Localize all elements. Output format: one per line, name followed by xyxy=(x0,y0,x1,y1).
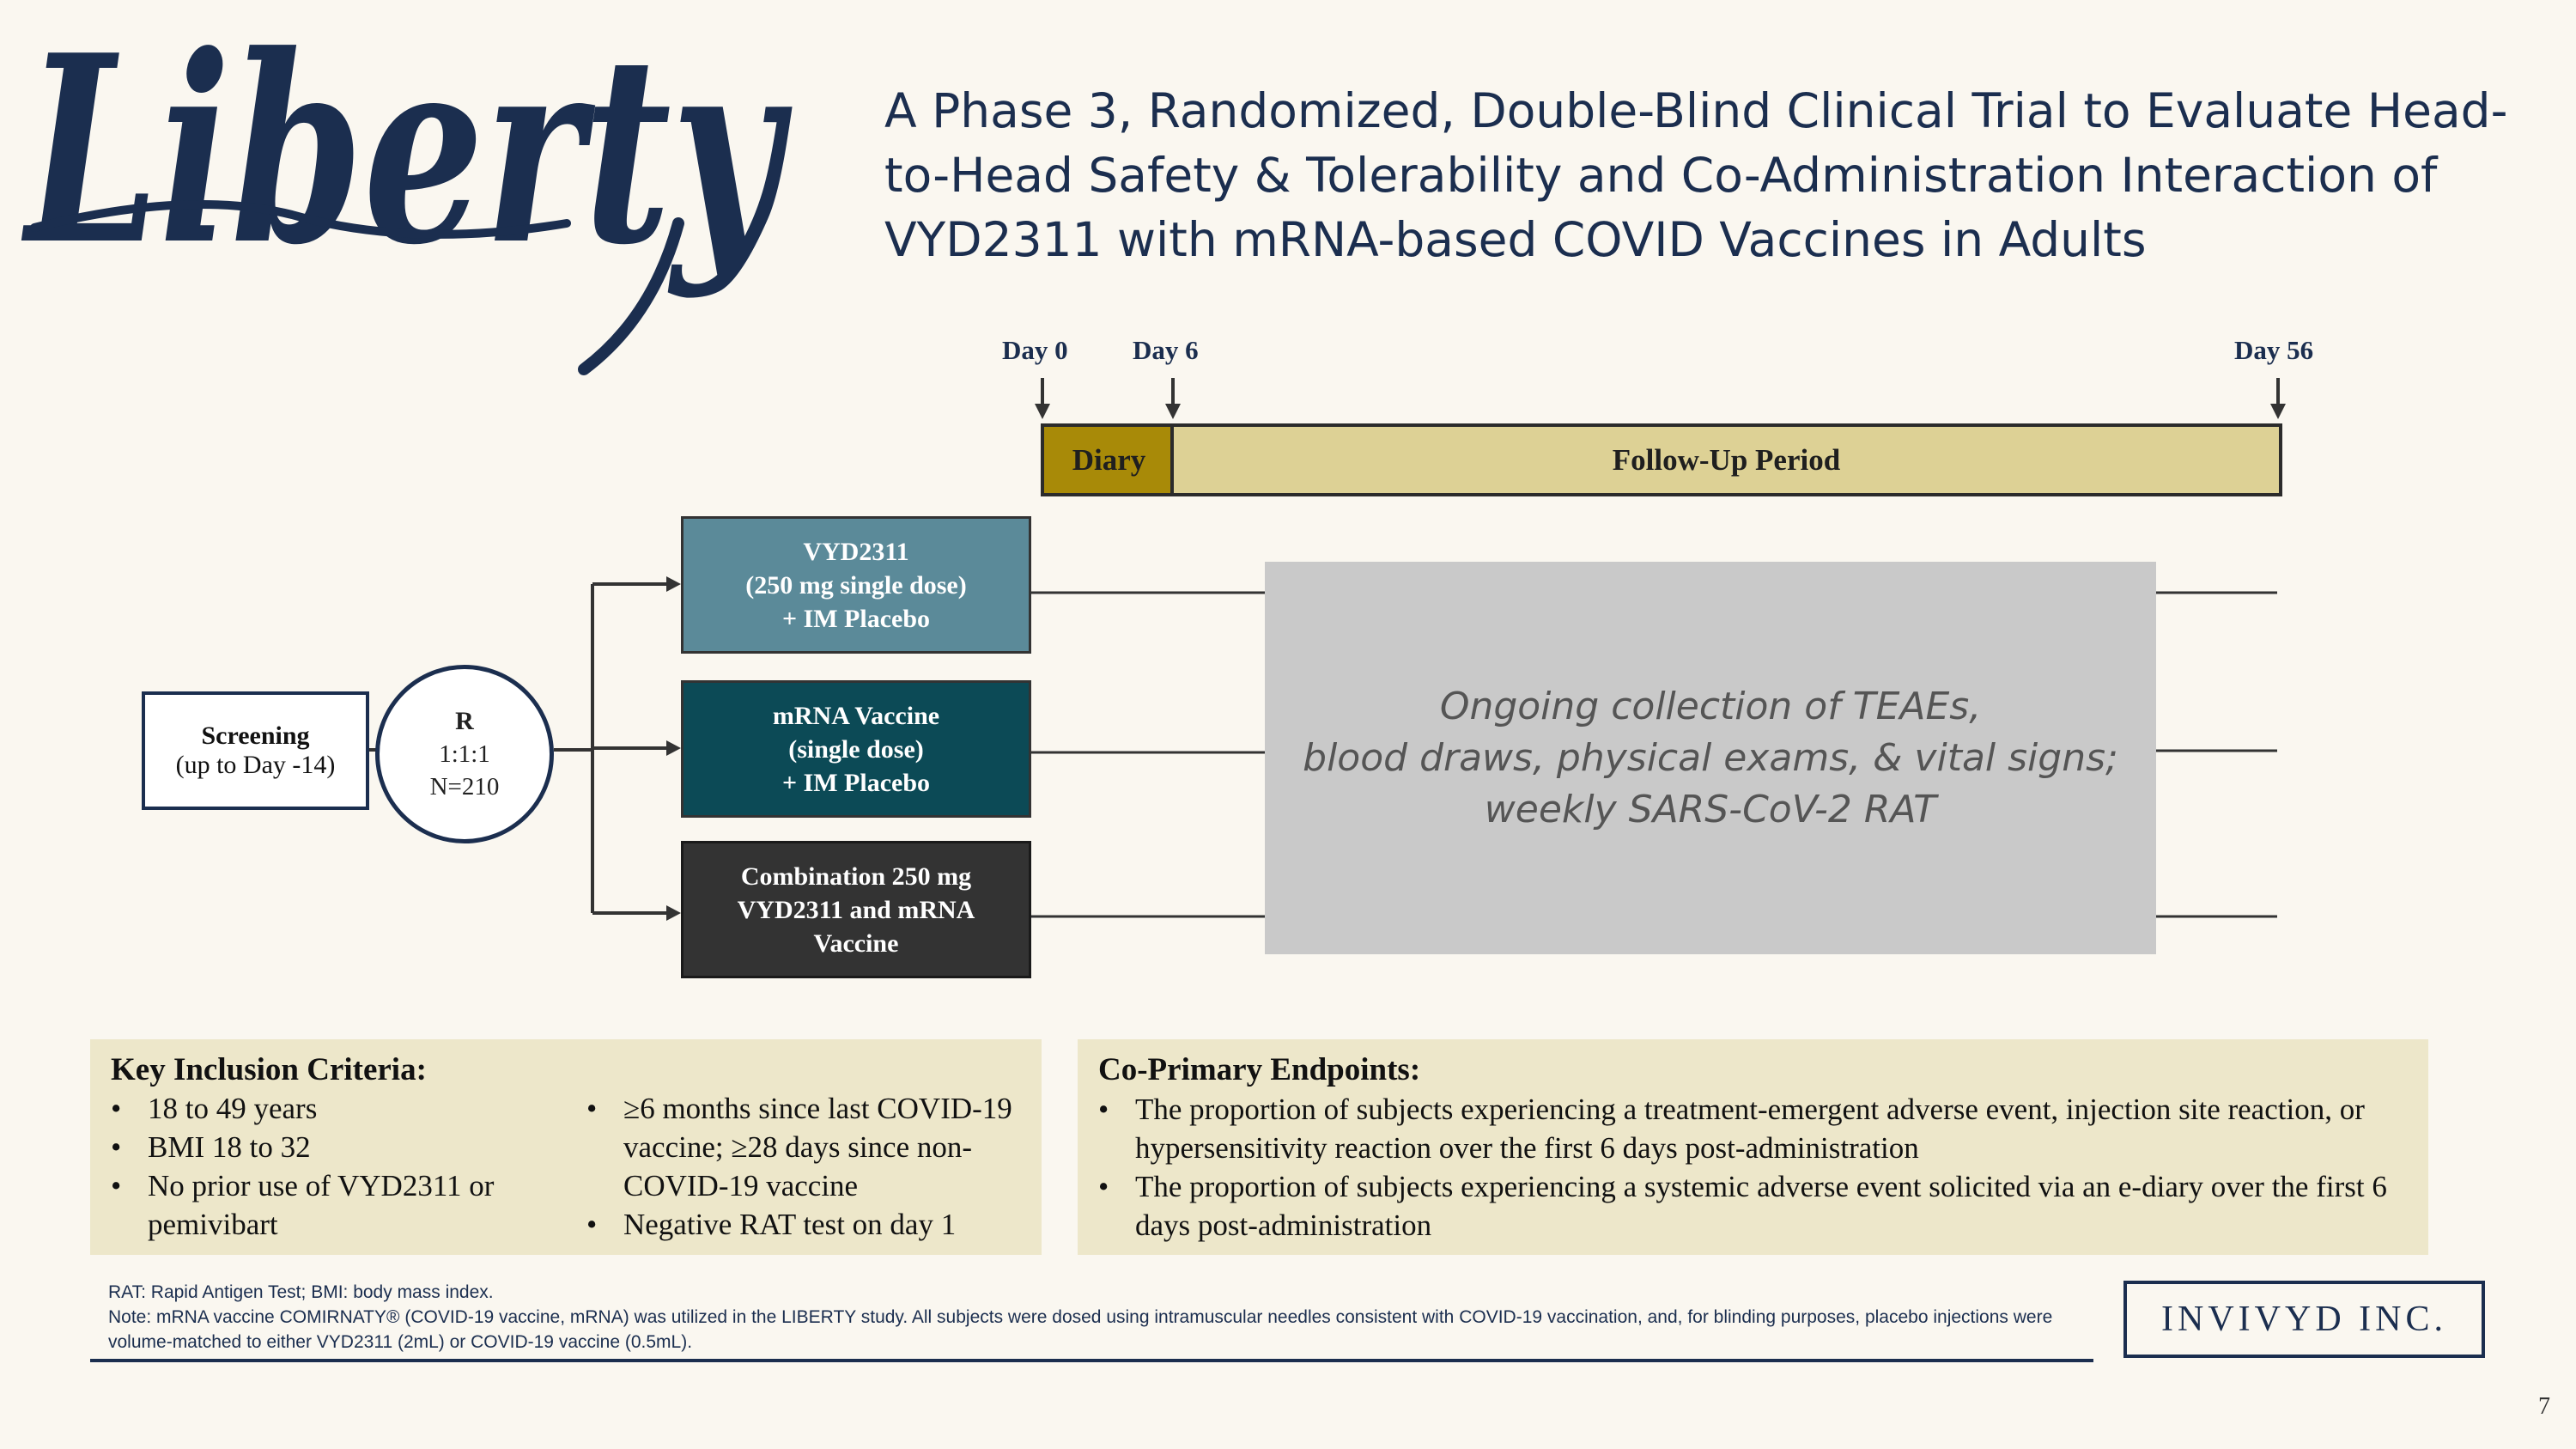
arm-combination: Combination 250 mg VYD2311 and mRNA Vacc… xyxy=(681,841,1031,978)
inclusion-criteria-panel: Key Inclusion Criteria: 18 to 49 years B… xyxy=(90,1039,1042,1255)
co-primary-endpoints-panel: Co-Primary Endpoints: The proportion of … xyxy=(1078,1039,2428,1255)
arm-line: Vaccine xyxy=(813,928,899,958)
ongoing-collection-box: Ongoing collection of TEAEs, blood draws… xyxy=(1265,562,2156,954)
footnote: RAT: Rapid Antigen Test; BMI: body mass … xyxy=(108,1282,494,1302)
inclusion-title: Key Inclusion Criteria: xyxy=(111,1052,427,1087)
collection-line: weekly SARS-CoV-2 RAT xyxy=(1484,787,1937,831)
screening-subtitle: (up to Day -14) xyxy=(175,751,336,779)
arm-line: + IM Placebo xyxy=(781,604,931,633)
list-item: The proportion of subjects experiencing … xyxy=(1098,1090,2408,1167)
screening-title: Screening xyxy=(201,721,310,750)
arm-line: + IM Placebo xyxy=(781,768,931,797)
arm-line: Combination 250 mg xyxy=(740,861,972,891)
diary-period: Diary xyxy=(1041,423,1174,496)
inclusion-list-right: ≥6 months since last COVID-19 vaccine; ≥… xyxy=(586,1089,1024,1244)
day-6-label: Day 6 xyxy=(1133,335,1199,365)
arm-line: mRNA Vaccine xyxy=(772,701,940,730)
page-number: 7 xyxy=(2538,1393,2550,1420)
collection-line: Ongoing collection of TEAEs, xyxy=(1439,684,1982,728)
day-0-label: Day 0 xyxy=(1002,335,1068,365)
list-item: The proportion of subjects experiencing … xyxy=(1098,1167,2408,1245)
screening-box: Screening (up to Day -14) xyxy=(142,691,369,810)
list-item: BMI 18 to 32 xyxy=(111,1128,574,1166)
randomization-ratio: 1:1:1 xyxy=(439,740,490,768)
footnote: Note: mRNA vaccine COMIRNATY® (COVID-19 … xyxy=(108,1307,2053,1352)
arm-mrna-vaccine: mRNA Vaccine (single dose) + IM Placebo xyxy=(681,680,1031,818)
endpoints-title: Co-Primary Endpoints: xyxy=(1098,1052,1421,1087)
list-item: 18 to 49 years xyxy=(111,1089,574,1128)
list-item: No prior use of VYD2311 or pemivibart xyxy=(111,1166,574,1244)
randomization-circle: R 1:1:1 N=210 xyxy=(375,665,554,843)
arm-vyd2311: VYD2311 (250 mg single dose) + IM Placeb… xyxy=(681,516,1031,654)
footnotes: RAT: Rapid Antigen Test; BMI: body mass … xyxy=(108,1280,2117,1355)
arm-line: VYD2311 and mRNA xyxy=(737,895,975,924)
inclusion-list-left: 18 to 49 years BMI 18 to 32 No prior use… xyxy=(111,1089,574,1244)
randomization-n: N=210 xyxy=(429,773,500,801)
page-title: A Phase 3, Randomized, Double-Blind Clin… xyxy=(884,83,2508,267)
follow-up-period: Follow-Up Period xyxy=(1170,423,2282,496)
company-brand: INVIVYD INC. xyxy=(2123,1281,2485,1358)
day-56-label: Day 56 xyxy=(2234,335,2314,365)
collection-line: blood draws, physical exams, & vital sig… xyxy=(1303,735,2118,780)
liberty-logo: Liberty xyxy=(20,9,793,375)
arm-line: VYD2311 xyxy=(803,537,909,566)
arm-line: (250 mg single dose) xyxy=(745,570,967,600)
endpoints-list: The proportion of subjects experiencing … xyxy=(1098,1090,2408,1245)
list-item: Negative RAT test on day 1 xyxy=(586,1205,1024,1244)
footer-divider xyxy=(90,1359,2093,1362)
svg-text:Liberty: Liberty xyxy=(20,9,793,301)
list-item: ≥6 months since last COVID-19 vaccine; ≥… xyxy=(586,1089,1024,1205)
randomization-letter: R xyxy=(455,707,474,735)
arm-line: (single dose) xyxy=(788,734,924,764)
